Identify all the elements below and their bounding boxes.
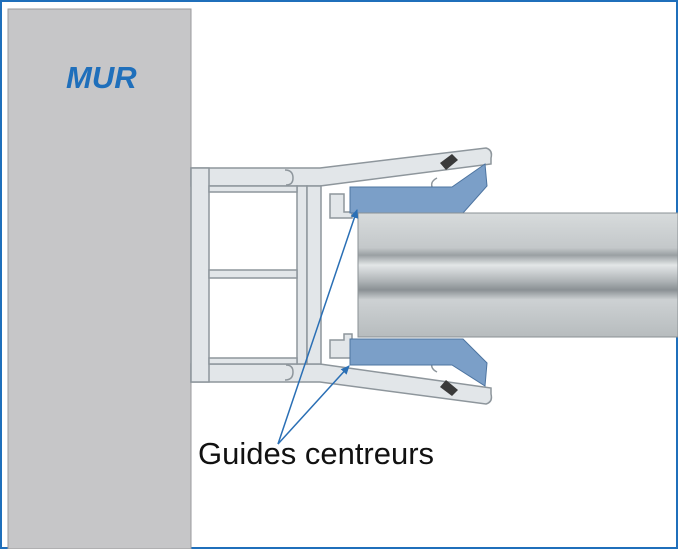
wall-label: MUR [66,60,137,95]
guide-centreur-top [349,163,488,214]
wall [7,8,192,549]
callout-arrows [277,209,359,445]
bar-profile [357,212,678,338]
guides-callout-label: Guides centreurs [198,436,435,471]
gasket-seals [440,154,458,396]
guide-centreur-bottom [349,338,488,387]
profile-frame [190,147,493,405]
